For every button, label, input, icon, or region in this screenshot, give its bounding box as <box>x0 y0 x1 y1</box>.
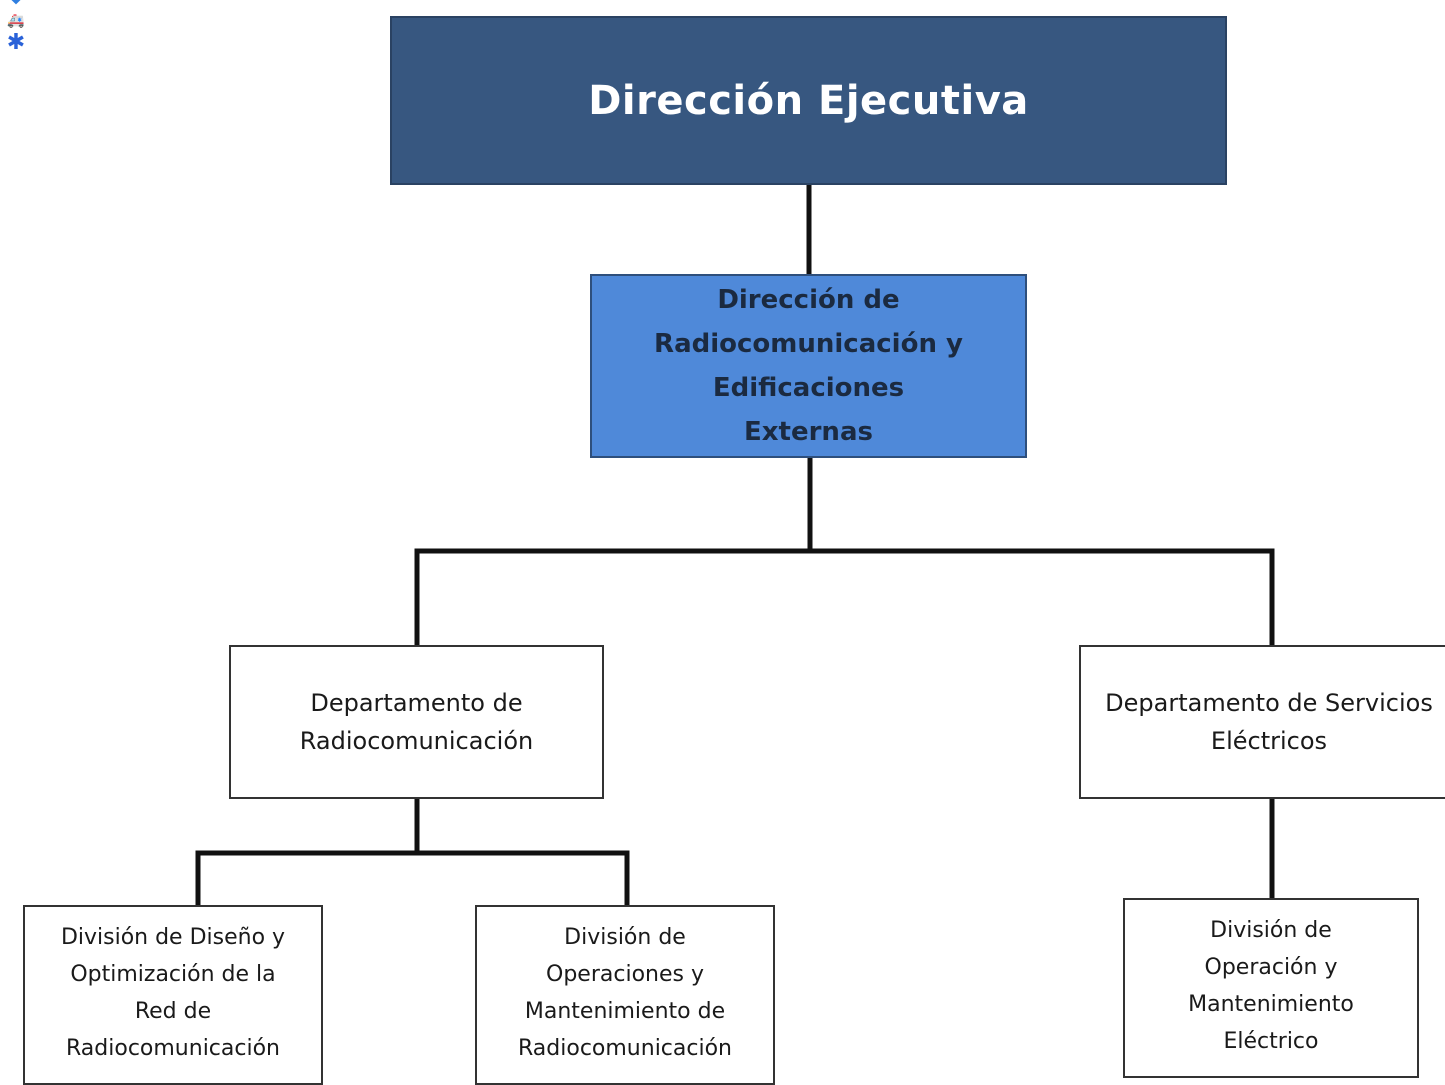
box-direccion-ejecutiva: Dirección Ejecutiva <box>390 16 1227 185</box>
box-direccion-radiocomunicacion-label: Dirección de Radiocomunicación y Edifica… <box>654 285 963 447</box>
box-division-operaciones-radiocomunicacion-label: División de Operaciones y Mantenimiento … <box>518 925 732 1061</box>
box-departamento-radiocomunicacion-label: Departamento de Radiocomunicación <box>299 689 534 755</box>
box-departamento-servicios-electricos: Departamento de Servicios Eléctricos <box>1079 645 1445 799</box>
box-direccion-ejecutiva-label: Dirección Ejecutiva <box>588 77 1029 124</box>
box-departamento-servicios-electricos-label: Departamento de Servicios Eléctricos <box>1105 689 1433 755</box>
shield-icon: ⛊ <box>4 0 28 10</box>
box-division-operacion-electrico: División de Operación y Mantenimiento El… <box>1123 898 1419 1078</box>
box-direccion-radiocomunicacion: Dirección de Radiocomunicación y Edifica… <box>590 274 1027 458</box>
box-departamento-radiocomunicacion: Departamento de Radiocomunicación <box>229 645 604 799</box>
star-of-life-icon: ✱ <box>6 30 26 55</box>
box-division-diseno-optimizacion: División de Diseño y Optimización de la … <box>23 905 323 1085</box>
ambulance-icon: 🚑 <box>7 13 25 29</box>
box-division-diseno-optimizacion-label: División de Diseño y Optimización de la … <box>60 925 286 1061</box>
box-division-operacion-electrico-label: División de Operación y Mantenimiento El… <box>1188 918 1354 1054</box>
box-division-operaciones-radiocomunicacion: División de Operaciones y Mantenimiento … <box>475 905 775 1085</box>
corner-icon-strip: ⛊ 🚑 ✱ <box>4 0 32 54</box>
